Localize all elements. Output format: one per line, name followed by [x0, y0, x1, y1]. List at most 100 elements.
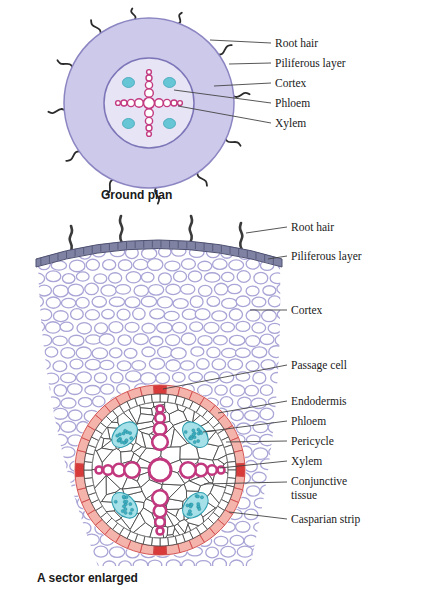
cortex-cell: [45, 422, 59, 433]
conjunctive-cell: [185, 524, 196, 542]
pericycle-cell: [143, 394, 152, 403]
cortex-cell: [261, 535, 274, 545]
leader-line: [210, 40, 271, 43]
conjunctive-cell: [88, 398, 118, 423]
phloem-patch: [178, 488, 213, 523]
cortex-cell: [142, 248, 157, 260]
piliferous-cell-wall: [247, 250, 248, 257]
leader-line: [229, 63, 271, 64]
cortex-cell: [206, 547, 219, 558]
sieve-tube: [200, 496, 203, 499]
xylem-vessel: [157, 406, 164, 413]
cortex-cell: [246, 559, 260, 570]
cortex-cell: [54, 460, 67, 470]
piliferous-cell-wall: [126, 242, 127, 249]
xylem-arms: [96, 406, 225, 535]
cortex-region: [64, 18, 234, 188]
cortex-cell: [253, 372, 266, 384]
stele-region: [104, 58, 194, 148]
cortex-cell: [171, 348, 186, 359]
conjunctive-tissue-label: Conjunctive tissue: [291, 474, 363, 502]
cortex-cell: [214, 283, 227, 295]
cortex-cell: [221, 322, 235, 332]
cortex-cell: [69, 260, 85, 272]
cortex-cell: [61, 298, 75, 307]
cortex-cell: [254, 522, 268, 532]
phloem-patch: [122, 119, 134, 129]
cortex-cell: [252, 297, 266, 307]
cortex-cell: [142, 323, 155, 333]
cortex-cell: [118, 335, 131, 346]
cortex-cell: [92, 348, 108, 359]
leader-line: [250, 310, 287, 311]
cortex-cell: [21, 536, 35, 546]
leader-line: [174, 90, 271, 103]
conjunctive-cell: [88, 417, 110, 439]
phloem-patch: [107, 417, 142, 452]
cortex-cell: [260, 385, 272, 396]
cortex-cell: [37, 384, 49, 394]
sieve-tube: [124, 429, 127, 432]
cortex-cell: [268, 296, 281, 307]
root-hair: [240, 223, 242, 250]
sieve-tube: [184, 430, 187, 433]
piliferous-cell-wall: [264, 255, 265, 262]
cortex-cell: [30, 473, 45, 484]
cortex-cell: [236, 321, 250, 331]
cortex-cell: [204, 372, 219, 383]
cortex-cell: [166, 335, 180, 346]
casparian-strip-label: Casparian strip: [291, 512, 360, 526]
cortex-cells: [19, 234, 293, 572]
xylem-vessel: [124, 462, 140, 478]
cortex-cell: [230, 385, 245, 396]
cortex-cell: [53, 336, 68, 346]
cortex-cell: [142, 347, 155, 357]
cortex-cell: [275, 334, 290, 345]
cortex-cell: [222, 348, 237, 357]
cortex-cell: [173, 299, 188, 309]
cortex-cell: [103, 260, 116, 270]
cortex-cell: [53, 235, 68, 246]
cortex-cell: [126, 371, 141, 382]
conjunctive-cell: [192, 398, 232, 427]
cortex-cell: [45, 447, 57, 457]
cortex-cell: [67, 384, 82, 395]
piliferous-cells: [41, 241, 273, 266]
cortex-cell: [261, 485, 274, 494]
conjunctive-cells: [88, 398, 232, 542]
cortex-cell: [260, 408, 274, 420]
cortex-cell: [38, 486, 53, 495]
cortex-cell: [54, 385, 67, 397]
piliferous-band: [36, 240, 282, 267]
leader-line: [163, 365, 287, 389]
pericycle-label: Pericycle: [291, 434, 334, 448]
figure-caption: Ground plan: [101, 188, 172, 202]
cortex-cell: [254, 272, 268, 283]
cortex-cell: [246, 336, 260, 347]
cortex-cell: [229, 335, 245, 345]
cortex-cell: [60, 447, 75, 458]
conjunctive-cell: [188, 523, 214, 542]
cortex-cell: [236, 423, 250, 434]
cortex-cell: [70, 559, 85, 571]
cortex-cell: [150, 336, 163, 345]
cortex-cell: [109, 348, 122, 358]
cortex-cell: [150, 309, 165, 319]
cortex-cell: [37, 285, 52, 296]
cortex-cell: [53, 285, 68, 297]
cortex-cell: [271, 373, 284, 383]
cortex-cell: [277, 410, 292, 421]
endodermis-label: Endodermis: [291, 394, 347, 408]
cortex-cell: [278, 485, 293, 497]
cortex-cell: [133, 334, 148, 345]
cortex-cell: [230, 535, 244, 545]
cortex-cell: [260, 434, 275, 445]
cortex-cell: [246, 310, 260, 321]
cortex-cell: [71, 511, 84, 520]
cortex-cell: [59, 546, 75, 557]
cortex-cell: [46, 471, 60, 482]
cortex-sector: [38, 247, 280, 567]
cortex-cell: [133, 560, 147, 571]
cortex-cell: [220, 397, 233, 407]
cortex-cell: [228, 284, 242, 293]
